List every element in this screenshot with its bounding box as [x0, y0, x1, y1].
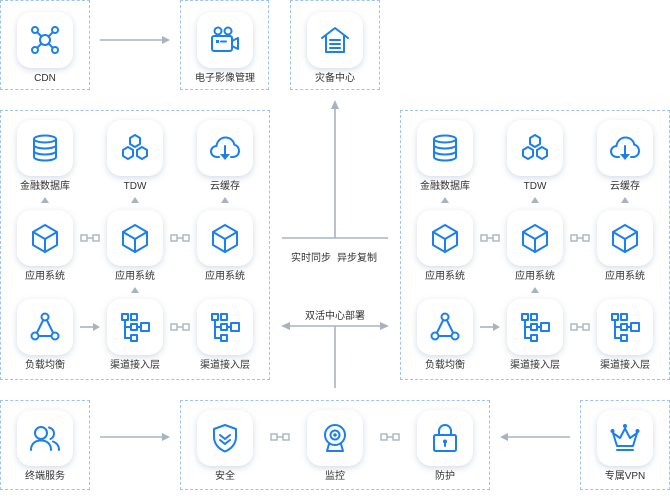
cloud-download-icon: [610, 136, 640, 160]
backup-node: 灾备中心: [297, 12, 373, 85]
cdn-label: CDN: [34, 73, 56, 84]
users-icon: [30, 426, 60, 451]
monitor-node: 监控: [297, 410, 373, 483]
left-app-label-2: 应用系统: [115, 271, 155, 282]
hierarchy-icon: [521, 313, 550, 342]
database-icon: [433, 134, 457, 162]
hexagons-icon: [122, 134, 148, 160]
left-cache-node: 云缓存: [187, 120, 263, 193]
left-app-label-3: 应用系统: [205, 271, 245, 282]
imaging-label: 电子影像管理: [195, 73, 255, 84]
right-app-node-2: 应用系统: [497, 210, 573, 283]
hierarchy-icon: [121, 313, 150, 342]
database-icon: [33, 134, 57, 162]
right-database-label: 金融数据库: [420, 181, 470, 192]
right-app-node-3: 应用系统: [587, 210, 663, 283]
left-load-balancer-label: 负载均衡: [25, 360, 65, 371]
right-channel-label-1: 渠道接入层: [510, 360, 560, 371]
left-load-balancer-node: 负载均衡: [7, 299, 83, 372]
active-active-label: 双活中心部署: [305, 311, 365, 322]
left-cache-label: 云缓存: [210, 181, 240, 192]
cdn-node: CDN: [7, 12, 83, 85]
hexagons-icon: [522, 134, 548, 160]
crown-icon: [610, 424, 640, 451]
right-app-label-2: 应用系统: [515, 271, 555, 282]
monitor-label: 监控: [325, 471, 345, 482]
cube-icon: [522, 224, 548, 253]
cube-icon: [32, 224, 58, 253]
async-replication-label: 异步复制: [337, 253, 377, 264]
cube-icon: [122, 224, 148, 253]
right-database-node: 金融数据库: [407, 120, 483, 193]
backup-label: 灾备中心: [315, 73, 355, 84]
right-channel-node-1: 渠道接入层: [497, 299, 573, 372]
hierarchy-icon: [611, 313, 640, 342]
cloud-download-icon: [210, 136, 240, 160]
left-app-label-1: 应用系统: [25, 271, 65, 282]
backup-box: [290, 0, 380, 90]
webcam-icon: [324, 424, 346, 452]
left-database-node: 金融数据库: [7, 120, 83, 193]
left-database-label: 金融数据库: [20, 181, 70, 192]
right-cache-node: 云缓存: [587, 120, 663, 193]
imaging-box: [180, 0, 269, 90]
right-app-label-1: 应用系统: [425, 271, 465, 282]
security-node: 安全: [187, 410, 263, 483]
cube-icon: [612, 224, 638, 253]
right-tdw-node: TDW: [497, 120, 573, 193]
left-app-node-1: 应用系统: [7, 210, 83, 283]
left-app-node-3: 应用系统: [187, 210, 263, 283]
left-datacenter-box: [0, 110, 270, 380]
video-camera-icon: [211, 26, 239, 52]
triangle-nodes-icon: [430, 312, 460, 341]
vpn-label: 专属VPN: [604, 471, 646, 482]
terminal-node: 终端服务: [7, 410, 83, 483]
right-cache-label: 云缓存: [610, 181, 640, 192]
security-label: 安全: [215, 471, 235, 482]
right-channel-node-2: 渠道接入层: [587, 299, 663, 372]
imaging-node: 电子影像管理: [187, 12, 263, 85]
lock-icon: [433, 424, 457, 452]
hierarchy-icon: [211, 313, 240, 342]
right-load-balancer-node: 负载均衡: [407, 299, 483, 372]
right-app-label-3: 应用系统: [605, 271, 645, 282]
left-tdw-label: TDW: [123, 181, 147, 192]
realtime-sync-label: 实时同步: [291, 253, 331, 264]
right-channel-label-2: 渠道接入层: [600, 360, 650, 371]
warehouse-icon: [321, 27, 349, 53]
shield-icon: [213, 424, 237, 453]
triangle-nodes-icon: [30, 312, 60, 341]
protect-label: 防护: [435, 471, 455, 482]
right-load-balancer-label: 负载均衡: [425, 360, 465, 371]
left-channel-node-2: 渠道接入层: [187, 299, 263, 372]
cube-icon: [432, 224, 458, 253]
network-hub-icon: [31, 26, 59, 54]
left-channel-label-1: 渠道接入层: [110, 360, 160, 371]
left-tdw-node: TDW: [97, 120, 173, 193]
left-channel-node-1: 渠道接入层: [97, 299, 173, 372]
right-tdw-label: TDW: [523, 181, 547, 192]
right-app-node-1: 应用系统: [407, 210, 483, 283]
security-group-box: [180, 400, 490, 490]
terminal-box: [0, 400, 90, 490]
cdn-box: [0, 0, 90, 90]
terminal-label: 终端服务: [25, 471, 65, 482]
vpn-node: 专属VPN: [587, 410, 663, 483]
cube-icon: [212, 224, 238, 253]
protect-node: 防护: [407, 410, 483, 483]
left-app-node-2: 应用系统: [97, 210, 173, 283]
left-channel-label-2: 渠道接入层: [200, 360, 250, 371]
